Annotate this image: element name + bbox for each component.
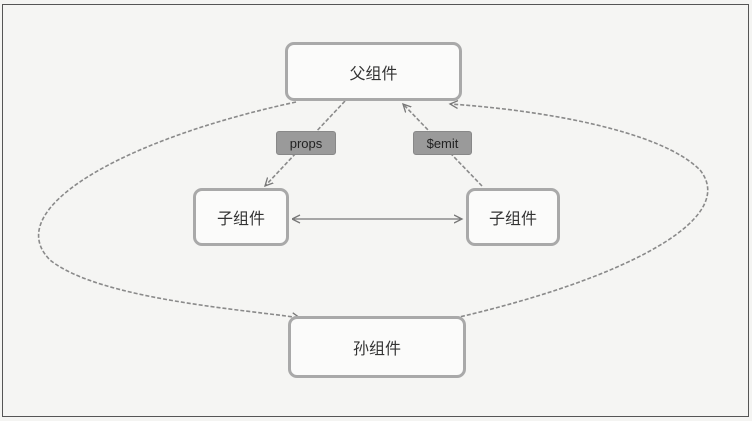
grandchild-label: 孙组件 (352, 339, 401, 358)
parent-component-node: 父组件 (285, 42, 462, 101)
props-tag: props (276, 131, 336, 155)
child-left-node: 子组件 (193, 188, 289, 246)
ellipse-left-edge (37, 101, 300, 318)
props-edge (265, 100, 346, 186)
child-left-label: 子组件 (216, 209, 265, 228)
grandchild-node: 孙组件 (288, 316, 466, 378)
props-label: props (289, 135, 323, 151)
parent-label: 父组件 (349, 63, 398, 83)
child-right-node: 子组件 (466, 188, 560, 246)
ellipse-right-edge (450, 104, 709, 319)
emit-tag: $emit (413, 131, 472, 155)
emit-label: $emit (426, 135, 459, 151)
child-right-label: 子组件 (488, 209, 537, 228)
